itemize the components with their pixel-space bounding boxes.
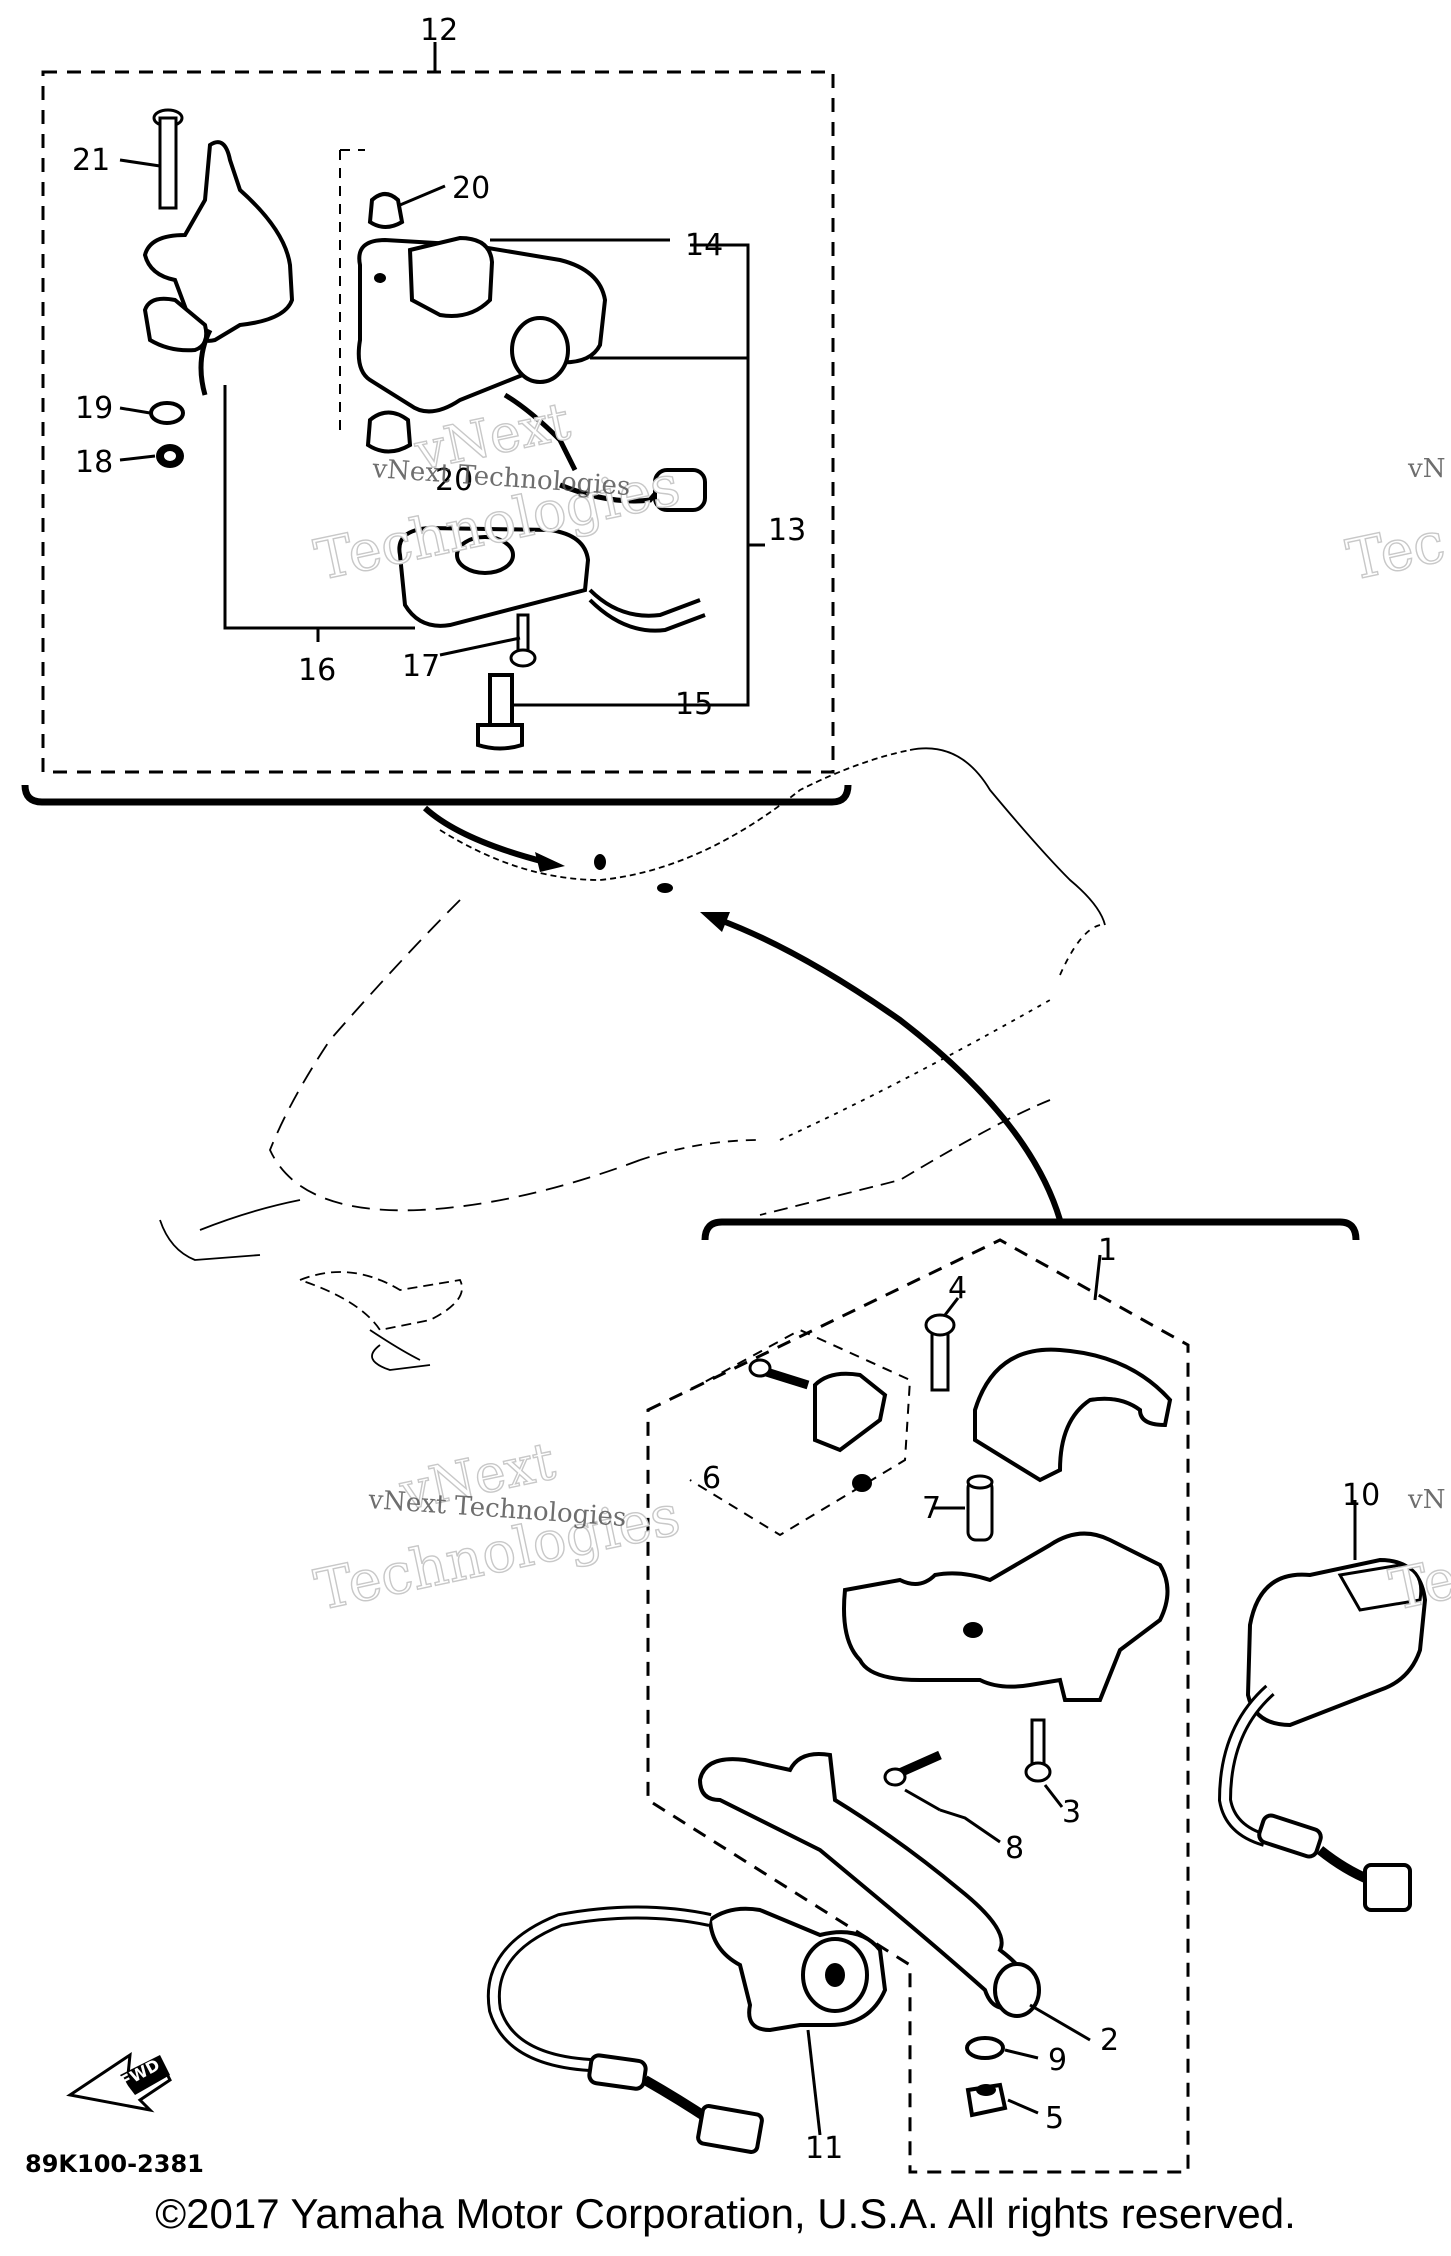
watermark-middle: vNext Technologies vNext Technologies: [309, 1431, 686, 1624]
callout-7: 7: [922, 1491, 941, 1526]
cap-20-lower: [365, 410, 413, 454]
watermark-edge-large: Tec: [1341, 510, 1450, 594]
callout-18: 18: [75, 445, 113, 480]
clamp-screw-head: [748, 1358, 772, 1378]
callout-20: 20: [452, 171, 490, 206]
callout-4: 4: [948, 1271, 967, 1306]
watermark-right-edge-lower: vN Tec: [1384, 1485, 1451, 1624]
cable-lower: [718, 917, 1063, 1221]
callout-labels: 12 21 20 14 19 18 20 13 16 17 15 1 4 6 7…: [72, 13, 1380, 2166]
callout-20-lower: 20: [435, 463, 473, 498]
clamp-nut: [852, 1474, 872, 1492]
clamp-block-6: [813, 1371, 888, 1453]
switch-base-16: [397, 525, 591, 628]
screw-17-head: [509, 648, 537, 668]
cable-arrow-upper: [535, 852, 565, 872]
cable-fitting-2: [657, 883, 673, 893]
dashed-subassembly-outline: [339, 149, 365, 430]
callout-2: 2: [1100, 2023, 1119, 2058]
lever-ball-end: [993, 1962, 1041, 2018]
callout-8: 8: [1005, 1831, 1024, 1866]
bolt-15-head: [476, 723, 524, 751]
base-wires: [588, 588, 706, 633]
cable-arrow-lower: [700, 912, 730, 932]
cable-fitting-1: [594, 854, 606, 870]
watermark-edge-large-lower: Tec: [1384, 1540, 1451, 1624]
callout-10: 10: [1342, 1478, 1380, 1513]
relay-10-connector: [1363, 1863, 1412, 1912]
callout-21: 21: [72, 143, 110, 178]
callout-14: 14: [685, 228, 723, 263]
nut-18-hole: [164, 451, 176, 461]
switch-11-sleeve: [587, 2053, 648, 2091]
cap-20-top: [367, 192, 405, 229]
watermark-edge-small: vN: [1407, 454, 1445, 484]
callout-3: 3: [1062, 1795, 1081, 1830]
top-inset-dashed-frame: [41, 70, 835, 774]
lever-holder-hole: [963, 1622, 983, 1638]
screw-8-head: [883, 1767, 907, 1787]
callout-19: 19: [75, 391, 113, 426]
lower-dashed-frame: [646, 1238, 1190, 2174]
screw-3-head: [1024, 1761, 1052, 1783]
callout-9: 9: [1048, 2043, 1067, 2078]
top-inset-bracket: [21, 784, 852, 806]
callout-15: 15: [675, 687, 713, 722]
bracket-hook: [198, 328, 213, 396]
cable-upper: [422, 805, 546, 865]
callout-12: 12: [420, 13, 458, 48]
callout-13: 13: [768, 513, 806, 548]
washer-19: [149, 401, 185, 425]
switch-11-dial-center: [825, 1963, 845, 1987]
relay-10-wires: [1316, 1846, 1372, 1885]
watermark-edge-small-lower: vN: [1407, 1485, 1445, 1515]
bolt-21: [152, 108, 184, 210]
sub-frame-6: [689, 1328, 912, 1537]
copyright-notice: ©2017 Yamaha Motor Corporation, U.S.A. A…: [155, 2190, 1296, 2237]
relay-10-top: [1337, 1563, 1423, 1612]
callout-16: 16: [298, 653, 336, 688]
switch-11-connector: [696, 2104, 764, 2154]
base-knob: [455, 535, 515, 575]
watermark-top: vNext Technologies vNext Technologies: [309, 391, 686, 594]
relay-10-sleeve: [1257, 1813, 1323, 1859]
diagram-code: 89K100-2381: [25, 2150, 204, 2178]
lever-holder: [842, 1531, 1170, 1702]
front-arrow-icon: FWD: [66, 2051, 172, 2113]
switch-11-cable-inner: [489, 1908, 711, 2074]
snowmobile-outline: [159, 747, 1106, 1371]
lower-inset-bracket: [701, 1218, 1360, 1241]
callout-17: 17: [402, 649, 440, 684]
top-inset: [21, 42, 852, 806]
lever-cover: [973, 1347, 1173, 1483]
bolt-4: [930, 1328, 950, 1392]
lower-inset: [486, 1218, 1428, 2174]
callout-5: 5: [1045, 2101, 1064, 2136]
switch-housing-14: [356, 235, 608, 472]
callout-11: 11: [805, 2131, 843, 2166]
lower-inset-leaders: [806, 1254, 1357, 2136]
watermark-right-edge-top: vN Tec: [1341, 454, 1451, 594]
wire-connector-13: [653, 468, 707, 512]
bolt-4-head: [924, 1313, 956, 1337]
nut-5-hole: [976, 2084, 996, 2096]
callout-6: 6: [702, 1461, 721, 1496]
relay-10-cable-inner: [1220, 1687, 1273, 1844]
pin-7-top: [966, 1474, 994, 1490]
throttle-bracket: [142, 140, 295, 343]
washer-9: [965, 2036, 1005, 2060]
callout-1: 1: [1098, 1233, 1117, 1268]
top-inset-leaders: [119, 158, 765, 707]
bolt-15: [488, 673, 514, 727]
